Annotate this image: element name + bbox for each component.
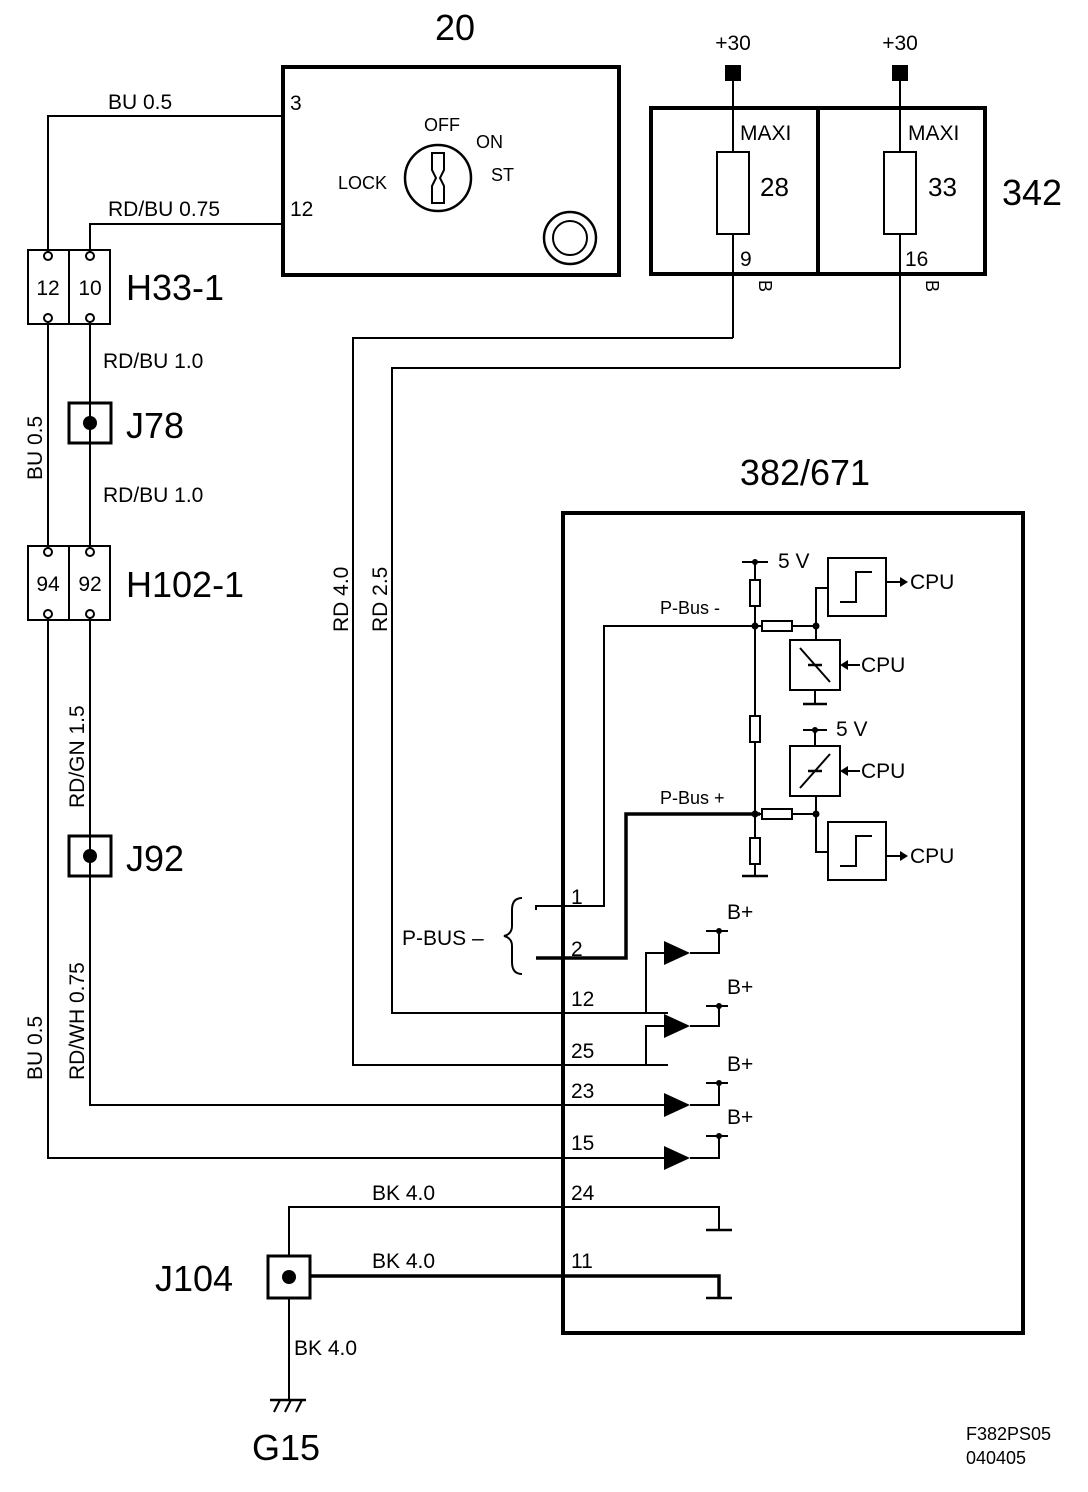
footer-code: F382PS05 — [966, 1424, 1051, 1444]
h33-id: H33-1 — [126, 267, 224, 308]
splice-j78: J78 — [67, 401, 184, 446]
module-pin-12: 12 — [571, 988, 594, 1011]
fuse-right-type: MAXI — [908, 122, 959, 145]
fuse-right-number: 33 — [928, 172, 957, 202]
supply-right-terminal — [892, 65, 908, 81]
pbus-plus-label: P-Bus + — [660, 788, 725, 808]
five-v-label-a: 5 V — [778, 550, 810, 573]
wire-rdbu-10-b: RD/BU 1.0 — [103, 484, 203, 507]
supply-left-terminal — [725, 65, 741, 81]
wire-rdbu-10-a: RD/BU 1.0 — [103, 350, 203, 373]
wire-rdwh-075: RD/WH 0.75 — [66, 962, 89, 1080]
ground-g15: G15 — [252, 1298, 320, 1468]
module-pin-1: 1 — [571, 886, 583, 909]
h33-pin-10: 10 — [78, 277, 101, 300]
feed-wiring — [352, 337, 900, 1066]
ignition-pin-12: 12 — [290, 198, 313, 221]
ignition-pos-st: ST — [491, 165, 514, 185]
ignition-pin-3: 3 — [290, 92, 302, 115]
fuse-left-type: MAXI — [740, 122, 791, 145]
wire-rdbu-075: RD/BU 0.75 — [108, 198, 220, 221]
b-plus-label-4: B+ — [727, 1106, 753, 1129]
module-pin-15: 15 — [571, 1132, 594, 1155]
cpu-label-4: CPU — [910, 845, 954, 868]
cpu-label-3: CPU — [861, 760, 905, 783]
receiver-plus-box — [827, 821, 887, 881]
wire-rd-25: RD 2.5 — [369, 567, 392, 632]
input-buffer-pin-2-12 — [645, 928, 728, 1013]
connector-h102: 94 92 H102-1 — [27, 545, 244, 621]
fuse-box: 342 +30 +30 MAXI 28 9 MAXI 33 16 B B — [649, 32, 1062, 368]
input-buffer-pin-15 — [664, 1133, 728, 1170]
module-pin-24: 24 — [571, 1182, 595, 1205]
b-plus-label-1: B+ — [727, 901, 753, 924]
receiver-minus-box — [827, 557, 887, 617]
module-pin-2: 2 — [571, 938, 583, 961]
five-v-label-b: 5 V — [836, 718, 868, 741]
control-module: 382/671 1 2 12 25 23 15 24 11 P-BUS – P-… — [402, 452, 1025, 1335]
supply-right-label: +30 — [882, 32, 918, 55]
h102-pin-94: 94 — [36, 573, 60, 596]
fuse-left-wire-color: B — [755, 280, 775, 292]
fuse-left-number: 28 — [760, 172, 789, 202]
ignition-pos-lock: LOCK — [338, 173, 387, 193]
resistor-ladder — [742, 559, 820, 878]
module-id: 382/671 — [740, 452, 870, 493]
wire-bk-40-b: BK 4.0 — [372, 1250, 435, 1273]
key-cylinder-icon — [403, 143, 473, 213]
fuse-box-id: 342 — [1002, 172, 1062, 213]
ignition-pos-off: OFF — [424, 115, 460, 135]
pbus-group-label: P-BUS – — [402, 927, 484, 950]
connector-h33: 12 10 H33-1 — [27, 249, 224, 325]
ground-wiring — [288, 1206, 563, 1278]
splice-j104: J104 — [155, 1254, 312, 1300]
j92-id: J92 — [126, 838, 184, 879]
cpu-label-1: CPU — [910, 571, 954, 594]
cpu-label-2: CPU — [861, 654, 905, 677]
ignition-switch-id: 20 — [435, 7, 475, 48]
j78-id: J78 — [126, 405, 184, 446]
b-plus-label-3: B+ — [727, 1053, 753, 1076]
g15-id: G15 — [252, 1427, 320, 1468]
input-buffer-pin-25 — [645, 1003, 728, 1065]
ignition-pos-on: ON — [476, 132, 503, 152]
input-buffer-pin-23 — [664, 1080, 728, 1117]
h102-pin-92: 92 — [78, 573, 101, 596]
wire-rdgn-15: RD/GN 1.5 — [66, 705, 89, 808]
module-pin-23: 23 — [571, 1080, 594, 1103]
h102-id: H102-1 — [126, 564, 244, 605]
ignition-switch: 20 3 12 OFF ON LOCK ST — [281, 7, 621, 277]
supply-left-label: +30 — [715, 32, 751, 55]
fuse-right-pin: 16 — [905, 248, 928, 271]
fuse-right-wire-color: B — [922, 280, 942, 292]
wire-bk-40-a: BK 4.0 — [372, 1182, 435, 1205]
module-pin-11: 11 — [571, 1250, 593, 1273]
module-pin-25: 25 — [571, 1040, 594, 1063]
wire-bu-05-top: BU 0.5 — [108, 91, 172, 114]
wire-bk-40-c: BK 4.0 — [294, 1337, 357, 1360]
b-plus-label-2: B+ — [727, 976, 753, 999]
footer-date: 040405 — [966, 1448, 1026, 1468]
wire-rd-40: RD 4.0 — [330, 567, 353, 632]
fuse-left-pin: 9 — [740, 248, 752, 271]
left-wiring — [47, 115, 668, 1159]
pbus-brace-icon — [503, 897, 523, 975]
j104-id: J104 — [155, 1258, 233, 1299]
fuse-28 — [716, 151, 750, 235]
splice-j92: J92 — [67, 834, 184, 879]
key-slot-icon — [431, 152, 445, 204]
h33-pin-12: 12 — [36, 277, 59, 300]
lamp-socket-icon — [542, 210, 598, 266]
wire-bu-05-v2: BU 0.5 — [24, 1016, 47, 1080]
fuse-33 — [883, 151, 917, 235]
wire-bu-05-v1: BU 0.5 — [24, 416, 47, 480]
pbus-minus-label: P-Bus - — [660, 598, 720, 618]
